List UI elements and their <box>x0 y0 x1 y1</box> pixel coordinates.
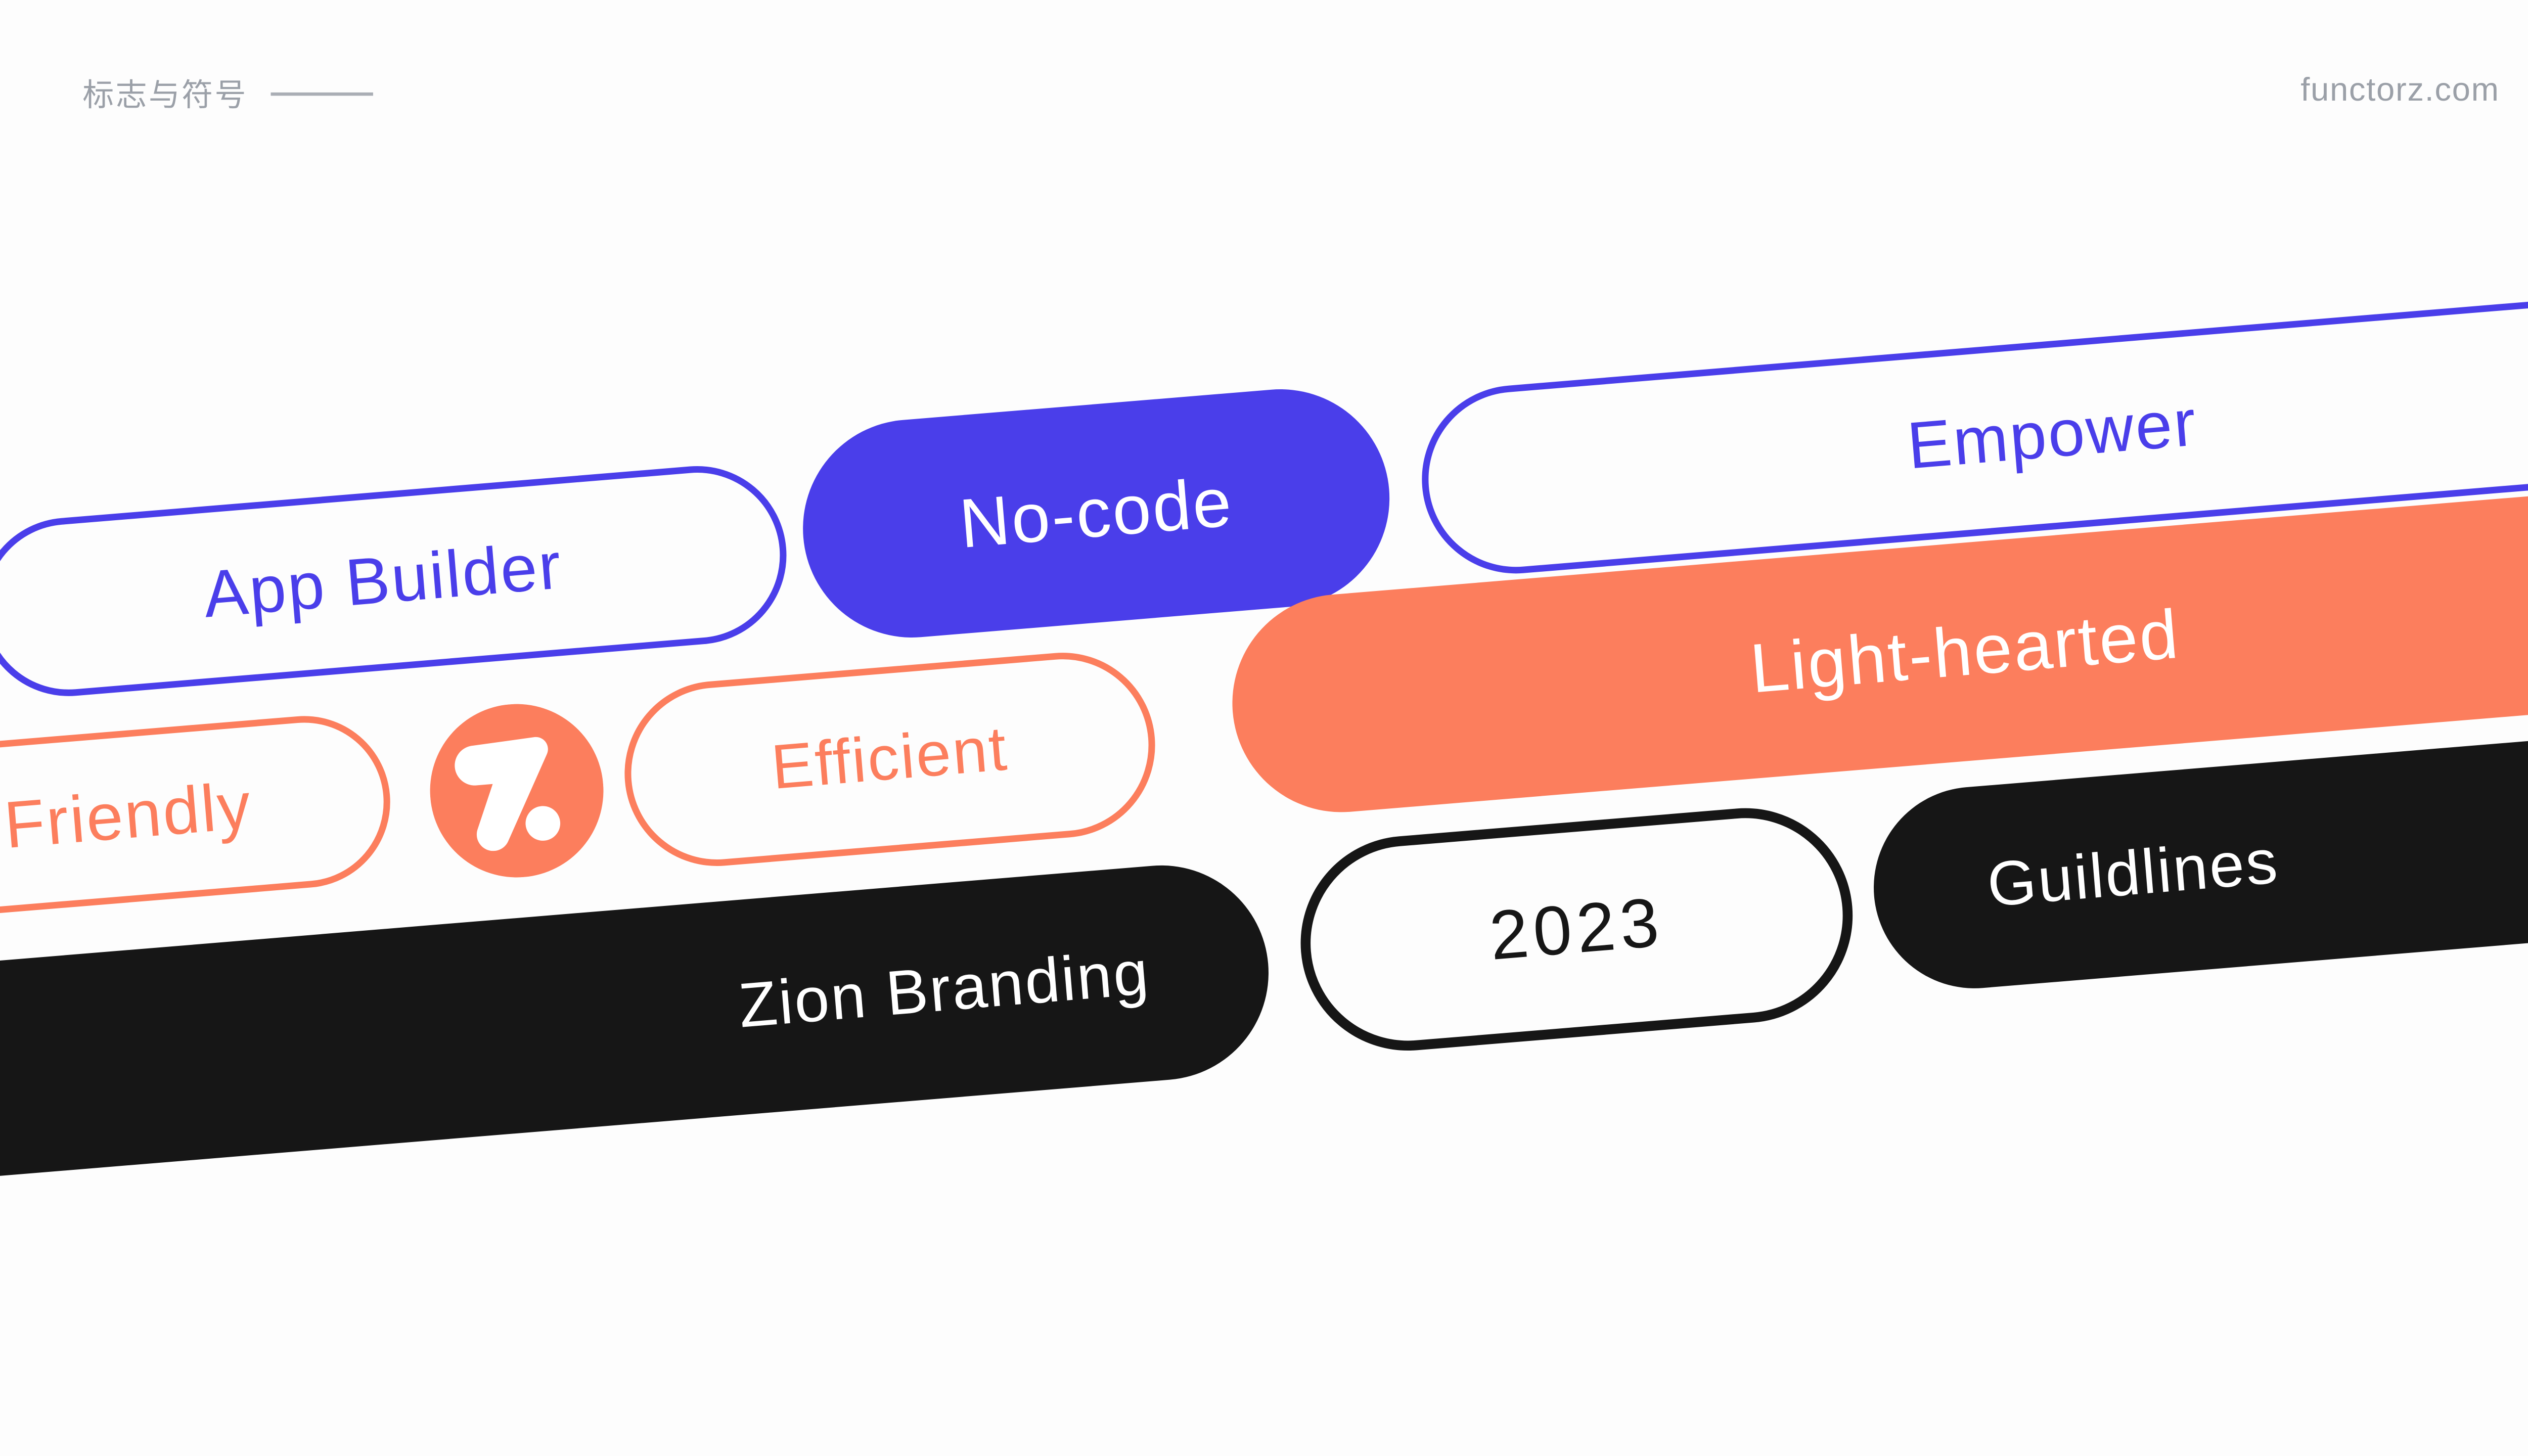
pill-app-builder: App Builder <box>0 459 794 703</box>
pill-label: App Builder <box>201 530 565 632</box>
pill-efficient: Efficient <box>617 645 1162 874</box>
pill-label: Friendly <box>2 770 255 863</box>
zion-logo-icon <box>430 704 604 878</box>
pill-label: Guildlines <box>1984 828 2282 921</box>
pill-label: Zion Branding <box>736 939 1153 1042</box>
pill-label: Light-hearted <box>1747 595 2183 708</box>
pill-label: 2023 <box>1486 883 1667 975</box>
site-url: functorz.com <box>2300 72 2500 109</box>
page-title: 标志与符号 <box>82 79 248 114</box>
pill-label: Efficient <box>769 715 1011 804</box>
title-dash-line <box>270 92 374 95</box>
pill-label: No-code <box>956 463 1236 563</box>
pill-label: Empower <box>1905 387 2200 484</box>
zion-logo <box>423 697 610 884</box>
pill-year-2023: 2023 <box>1292 800 1861 1059</box>
pill-zion-branding: Zion Branding <box>0 857 1277 1220</box>
header-left: 标志与符号 <box>82 71 374 115</box>
pill-friendly: Friendly <box>0 709 397 948</box>
